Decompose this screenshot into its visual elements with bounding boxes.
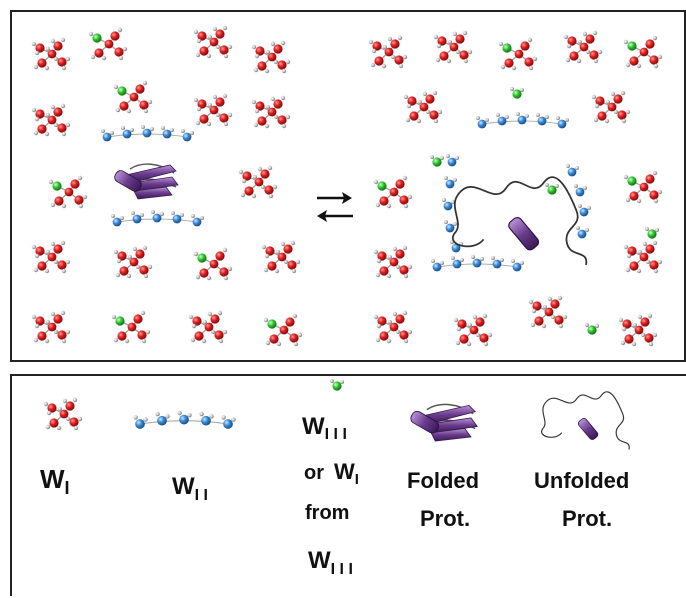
svg-text:WI: WI: [40, 464, 70, 498]
legend-w1: WI: [40, 397, 83, 498]
w3-from-text: from: [305, 502, 349, 524]
unfolded-label-line1: Unfolded: [534, 468, 629, 493]
svg-text:WI I I: WI I I: [308, 547, 353, 578]
w3-alt-subscript: I: [355, 471, 359, 488]
legend-unfolded: Unfolded Prot.: [534, 391, 630, 531]
w1-label: W: [40, 464, 65, 494]
w3-label: W: [302, 413, 325, 440]
equilibrium-arrows: [317, 192, 353, 222]
w2-subscript: I I: [195, 487, 208, 504]
folded-protein-icon: [408, 403, 479, 442]
legend-folded: Folded Prot.: [407, 403, 479, 531]
w2-chain-lower: [111, 210, 204, 226]
equilibrium-scene: [31, 25, 663, 347]
legend-w2: WI I: [133, 411, 235, 504]
folded-label-line2: Prot.: [420, 506, 470, 531]
svg-text:WI I: WI I: [172, 473, 208, 504]
w2-chain-upper: [101, 125, 194, 141]
w3-green-water-icon: [330, 379, 344, 391]
unfolded-label-line2: Prot.: [562, 506, 612, 531]
folded-protein: [112, 163, 179, 200]
w2-chain-icon: [133, 411, 235, 429]
w3-or-text: or: [304, 462, 324, 484]
w1-subscript: I: [65, 478, 70, 498]
w3-alt-label: W: [334, 459, 355, 484]
unfolded-state-region: [368, 30, 663, 347]
unfolded-protein: [451, 176, 588, 266]
folded-label-line1: Folded: [407, 468, 479, 493]
folded-state-region: [31, 25, 303, 347]
w1-cluster-icon: [43, 397, 83, 431]
svg-text:WI I I: WI I I: [302, 413, 347, 443]
w2-label: W: [172, 473, 195, 500]
w3-subscript: I I I: [325, 426, 347, 443]
w3-source-subscript: I I I: [331, 561, 353, 578]
equilibrium-scene-panel: [10, 10, 686, 362]
w2-chain-top-right: [476, 112, 569, 128]
unfolded-protein-icon: [541, 391, 630, 451]
w2-chain-bottom-right: [431, 255, 524, 271]
w2-chain-right-vertical: [566, 164, 591, 239]
w3-source-label: W: [308, 547, 331, 574]
